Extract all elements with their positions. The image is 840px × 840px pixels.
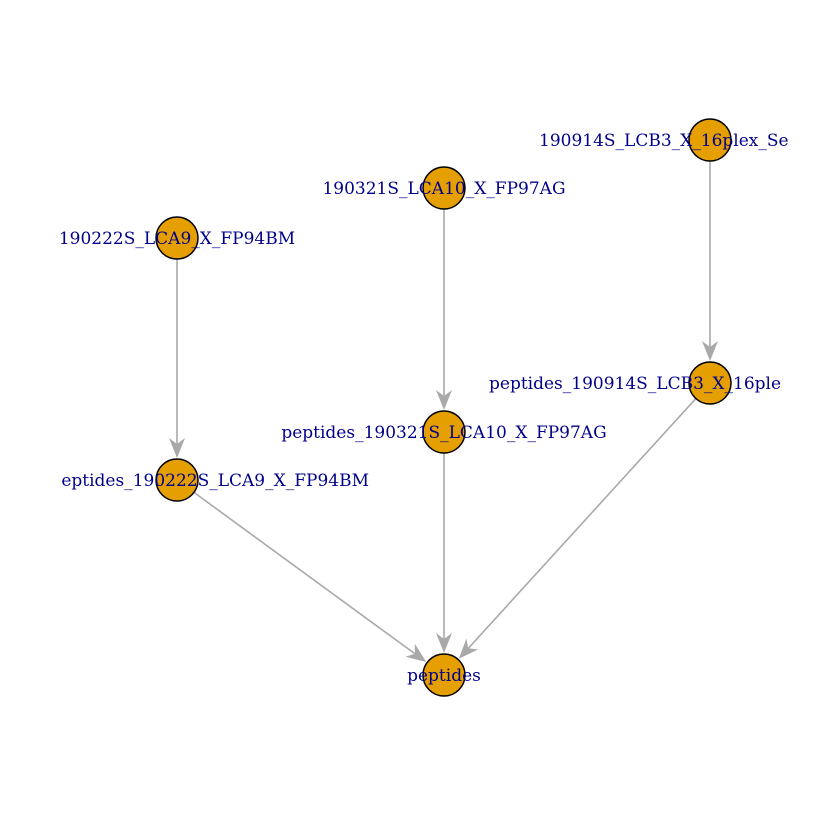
node-label: eptides_190222S_LCA9_X_FP94BM [61,471,369,491]
arrowhead-icon [169,438,185,458]
edges [169,161,718,663]
node-F[interactable] [688,361,732,405]
node-D[interactable] [155,458,199,502]
nodes [155,118,732,697]
node-G[interactable] [422,653,466,697]
node-A[interactable] [155,216,199,260]
edge-F-G [467,397,697,649]
edge-D-G [193,491,416,655]
arrowhead-icon [458,638,479,659]
arrowhead-icon [436,390,452,410]
node-label: peptides_190321S_LCA10_X_FP97AG [281,423,606,443]
node-C[interactable] [688,118,732,162]
arrowhead-icon [405,643,427,663]
node-label: peptides [407,666,481,686]
arrowhead-icon [436,633,452,653]
node-B[interactable] [422,166,466,210]
arrowhead-icon [702,341,718,361]
node-label: 190914S_LCB3_X_16plex_Se [539,131,789,151]
node-label: 190222S_LCA9_X_FP94BM [59,229,295,249]
node-label: peptides_190914S_LCB3_X_16ple [489,374,781,394]
node-E[interactable] [422,410,466,454]
labels: 190222S_LCA9_X_FP94BM 190321S_LCA10_X_FP9… [59,131,789,686]
node-label: 190321S_LCA10_X_FP97AG [322,179,565,199]
